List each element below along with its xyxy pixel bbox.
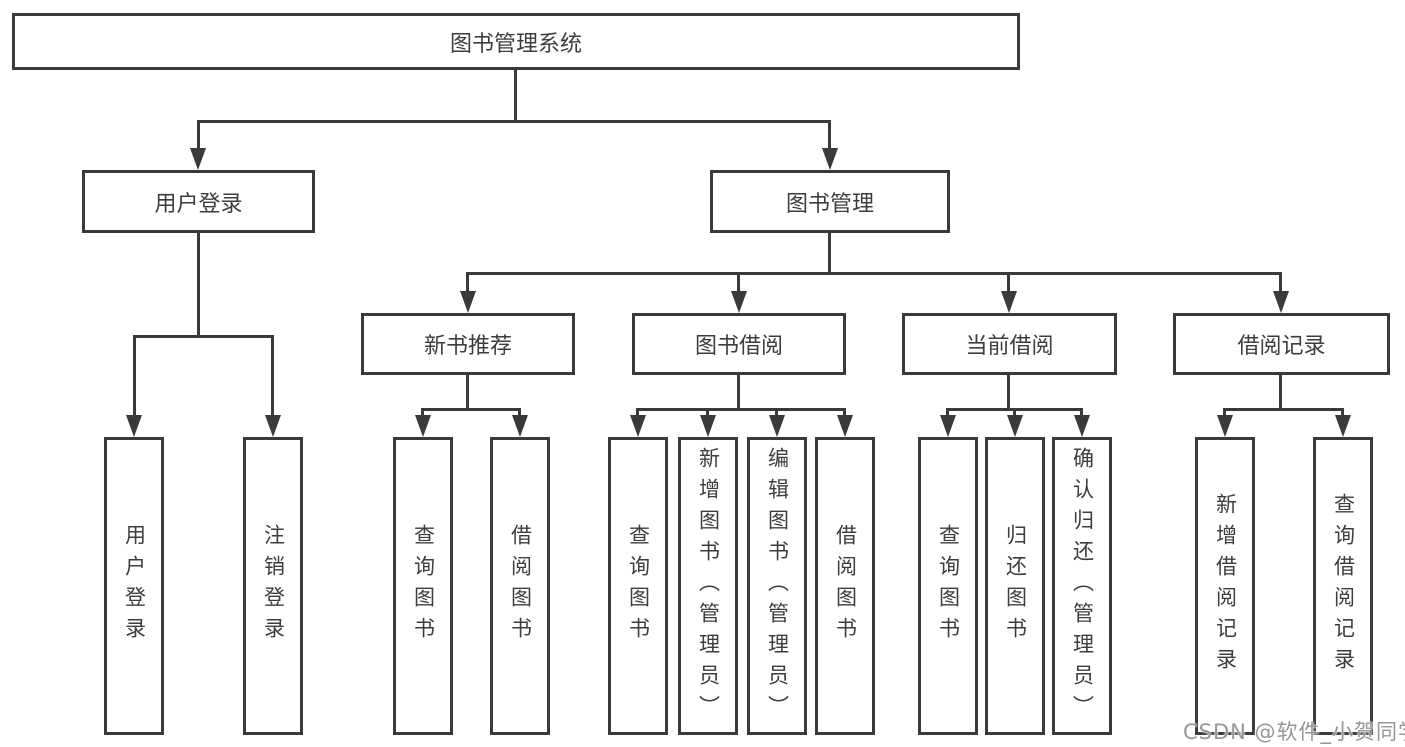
leaf-recommend-query-books: 查询图书: [393, 437, 453, 735]
connector-line: [466, 375, 469, 408]
csdn-watermark: CSDN @软件_小贺同学: [1183, 720, 1405, 744]
connector-line: [1223, 408, 1344, 411]
arrowhead-icon: [512, 415, 528, 437]
connector-line: [1007, 375, 1010, 408]
arrowhead-icon: [700, 415, 716, 437]
connector-line: [466, 272, 1282, 275]
connector-line: [775, 408, 778, 419]
connector-line: [843, 408, 846, 419]
connector-line: [197, 120, 831, 123]
arrowhead-icon: [190, 148, 206, 170]
arrowhead-icon: [1335, 415, 1351, 437]
node-book-management: 图书管理: [710, 170, 950, 233]
leaf-recommend-borrow-books: 借阅图书: [490, 437, 550, 735]
connector-line: [133, 335, 274, 338]
connector-line: [518, 408, 521, 419]
connector-line: [466, 272, 469, 293]
leaf-borrowing-edit-books-admin: 编辑图书（管理员）: [747, 437, 807, 735]
connector-line: [828, 233, 831, 272]
arrowhead-icon: [731, 291, 747, 313]
node-library-management-system: 图书管理系统: [12, 13, 1020, 70]
connector-line: [946, 408, 949, 419]
connector-line: [1013, 408, 1016, 419]
connector-line: [1279, 272, 1282, 293]
arrowhead-icon: [126, 415, 142, 437]
connector-line: [271, 335, 274, 419]
arrowhead-icon: [769, 415, 785, 437]
arrowhead-icon: [460, 291, 476, 313]
connector-line: [514, 70, 517, 120]
arrowhead-icon: [415, 415, 431, 437]
arrowhead-icon: [1074, 415, 1090, 437]
connector-line: [1279, 375, 1282, 408]
arrowhead-icon: [1273, 291, 1289, 313]
connector-line: [636, 408, 846, 411]
arrowhead-icon: [265, 415, 281, 437]
leaf-records-add-borrow-record: 新增借阅记录: [1195, 437, 1255, 735]
leaf-borrowing-query-books: 查询图书: [608, 437, 668, 735]
connector-line: [1007, 272, 1010, 293]
connector-line: [1223, 408, 1226, 419]
leaf-current-query-books: 查询图书: [918, 437, 978, 735]
connector-line: [1080, 408, 1083, 419]
node-new-book-recommendation: 新书推荐: [361, 313, 575, 375]
leaf-current-confirm-return-admin: 确认归还（管理员）: [1052, 437, 1112, 735]
arrowhead-icon: [940, 415, 956, 437]
arrowhead-icon: [630, 415, 646, 437]
connector-line: [133, 335, 136, 419]
connector-line: [737, 272, 740, 293]
arrowhead-icon: [837, 415, 853, 437]
leaf-borrowing-add-books-admin: 新增图书（管理员）: [678, 437, 738, 735]
arrowhead-icon: [822, 148, 838, 170]
arrowhead-icon: [1001, 291, 1017, 313]
leaf-borrowing-borrow-books: 借阅图书: [815, 437, 875, 735]
connector-line: [737, 375, 740, 408]
node-borrowing-records: 借阅记录: [1173, 313, 1390, 375]
leaf-logout: 注销登录: [243, 437, 303, 735]
connector-line: [1341, 408, 1344, 419]
connector-line: [706, 408, 709, 419]
node-book-borrowing: 图书借阅: [632, 313, 846, 375]
arrowhead-icon: [1217, 415, 1233, 437]
arrowhead-icon: [1007, 415, 1023, 437]
leaf-records-query-borrow-record: 查询借阅记录: [1313, 437, 1373, 735]
connector-line: [828, 120, 831, 150]
node-current-borrowing: 当前借阅: [902, 313, 1117, 375]
connector-line: [197, 233, 200, 335]
node-user-login: 用户登录: [82, 170, 315, 233]
connector-line: [421, 408, 424, 419]
leaf-current-return-books: 归还图书: [985, 437, 1045, 735]
connector-line: [636, 408, 639, 419]
leaf-user-login: 用户登录: [104, 437, 164, 735]
connector-line: [197, 120, 200, 150]
connector-line: [421, 408, 521, 411]
